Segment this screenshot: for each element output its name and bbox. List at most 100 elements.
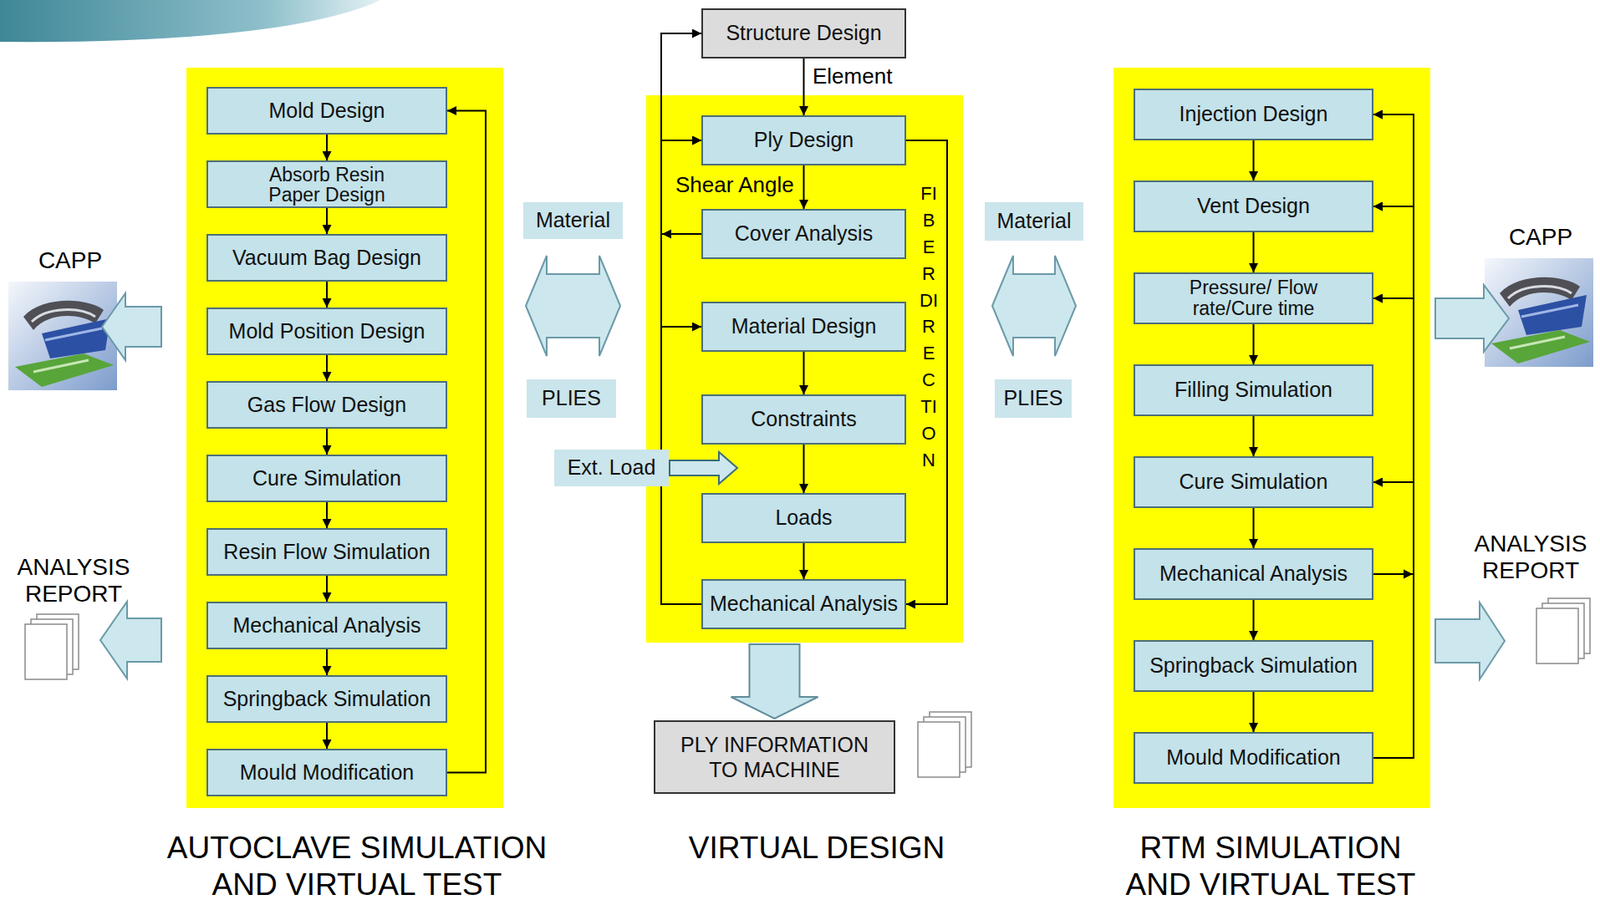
flow-connector <box>1373 206 1414 759</box>
flow-connector <box>1253 600 1255 641</box>
header-swoosh <box>0 0 381 42</box>
stage-panel: AUTOCLAVE SIMULATION AND VIRTUAL TESTMol… <box>186 67 504 809</box>
process-box: PLY INFORMATION TO MACHINE <box>653 720 896 795</box>
flow-connector <box>1373 206 1414 575</box>
process-box: Mechanical Analysis <box>206 601 448 650</box>
side-label: ANALYSIS REPORT <box>1467 530 1594 585</box>
flow-connector <box>906 140 948 605</box>
box-text: Mechanical Analysis <box>1159 562 1348 586</box>
flow-connector <box>447 111 486 774</box>
flow-connector <box>1373 114 1414 759</box>
flow-connector <box>803 543 806 580</box>
block-arrow <box>731 644 819 719</box>
box-text: Mechanical Analysis <box>232 614 421 638</box>
box-text: Cure Simulation <box>252 467 402 491</box>
process-box: Cure Simulation <box>1133 456 1374 509</box>
box-text: Ply Design <box>754 128 855 153</box>
tag-box: Ext. Load <box>554 449 669 487</box>
box-text: Material Design <box>731 315 877 339</box>
edge-label: FIBER DIRECTION <box>919 180 938 474</box>
process-box: Pressure/ Flow rate/Cure time <box>1133 272 1374 325</box>
process-box: Mechanical Analysis <box>701 579 907 630</box>
stage-title: VIRTUAL DESIGN <box>649 830 984 867</box>
block-arrow <box>101 293 162 361</box>
double-arrow <box>992 255 1076 357</box>
flow-connector <box>803 444 806 494</box>
box-text: Mold Position Design <box>229 320 426 344</box>
box-text: Mold Design <box>269 99 386 123</box>
process-box: Ply Design <box>701 115 907 166</box>
tag-box: PLIES <box>526 379 617 418</box>
process-box: Material Design <box>701 301 907 352</box>
box-text: Absorb Resin Paper Design <box>247 164 407 205</box>
block-arrow <box>1435 285 1509 352</box>
box-text: Pressure/ Flow rate/Cure time <box>1149 277 1359 320</box>
side-label: ANALYSIS REPORT <box>10 554 137 608</box>
block-arrow <box>1435 602 1505 680</box>
box-text: Material <box>997 209 1072 234</box>
flow-connector <box>1253 692 1255 733</box>
box-text: Structure Design <box>725 21 882 46</box>
box-text: Loads <box>774 506 832 530</box>
process-box: Mould Modification <box>1133 732 1374 785</box>
flow-connector <box>1373 482 1414 759</box>
box-text: Material <box>535 208 611 233</box>
box-text: PLY INFORMATION TO MACHINE <box>670 732 880 783</box>
flow-connector <box>326 281 328 308</box>
flow-connector <box>661 33 702 605</box>
tag-box: PLIES <box>994 379 1072 418</box>
stage-panel: RTM SIMULATION AND VIRTUAL TESTInjection… <box>1113 67 1431 809</box>
flow-connector <box>1253 324 1255 365</box>
flow-connector <box>326 355 328 382</box>
process-box: Filling Simulation <box>1133 364 1374 417</box>
box-text: Springback Simulation <box>223 687 432 712</box>
process-box: Springback Simulation <box>206 675 448 724</box>
box-text: Mechanical Analysis <box>709 592 898 617</box>
flow-connector <box>1253 416 1255 457</box>
process-box: Mold Position Design <box>206 307 448 356</box>
flow-connector <box>803 165 806 209</box>
panel-fill <box>1113 67 1431 809</box>
side-label: CAPP <box>1498 224 1583 251</box>
process-box: Loads <box>701 493 907 544</box>
double-arrow <box>525 255 621 357</box>
edge-label: Element <box>812 63 892 89</box>
load-arrow <box>669 452 738 485</box>
process-box: Injection Design <box>1133 88 1374 141</box>
stage-title: AUTOCLAVE SIMULATION AND VIRTUAL TEST <box>143 830 571 904</box>
box-text: Mould Modification <box>1166 746 1341 770</box>
process-box: Springback Simulation <box>1133 640 1374 693</box>
process-box: Cover Analysis <box>701 208 907 260</box>
document-icon <box>1536 598 1590 664</box>
box-text: Ext. Load <box>567 456 657 480</box>
process-box: Gas Flow Design <box>206 381 448 429</box>
process-box: Absorb Resin Paper Design <box>206 160 448 209</box>
box-text: PLIES <box>1003 387 1064 411</box>
flow-connector <box>1373 298 1414 575</box>
block-arrow <box>100 601 162 679</box>
flow-connector <box>803 351 806 395</box>
document-icon <box>917 712 972 778</box>
flow-connector <box>326 723 328 750</box>
box-text: Vent Design <box>1197 194 1310 219</box>
process-box: Mold Design <box>206 86 448 135</box>
box-text: Cure Simulation <box>1179 470 1329 495</box>
process-box: Structure Design <box>701 8 907 59</box>
stage-title: RTM SIMULATION AND VIRTUAL TEST <box>1115 830 1426 904</box>
box-text: Injection Design <box>1179 102 1329 127</box>
capp-icon <box>8 281 118 391</box>
document-icon <box>25 614 79 680</box>
process-box: Constraints <box>701 394 907 445</box>
edge-label: Shear Angle <box>675 172 795 198</box>
flow-connector <box>1373 482 1414 575</box>
box-text: Mould Modification <box>239 761 414 785</box>
flow-connector <box>326 428 328 455</box>
box-text: Gas Flow Design <box>247 393 407 418</box>
box-text: Springback Simulation <box>1149 654 1358 678</box>
tag-box: Material <box>523 202 623 240</box>
flow-connector <box>326 649 328 676</box>
flow-connector <box>1253 140 1255 181</box>
flow-connector <box>326 208 328 235</box>
